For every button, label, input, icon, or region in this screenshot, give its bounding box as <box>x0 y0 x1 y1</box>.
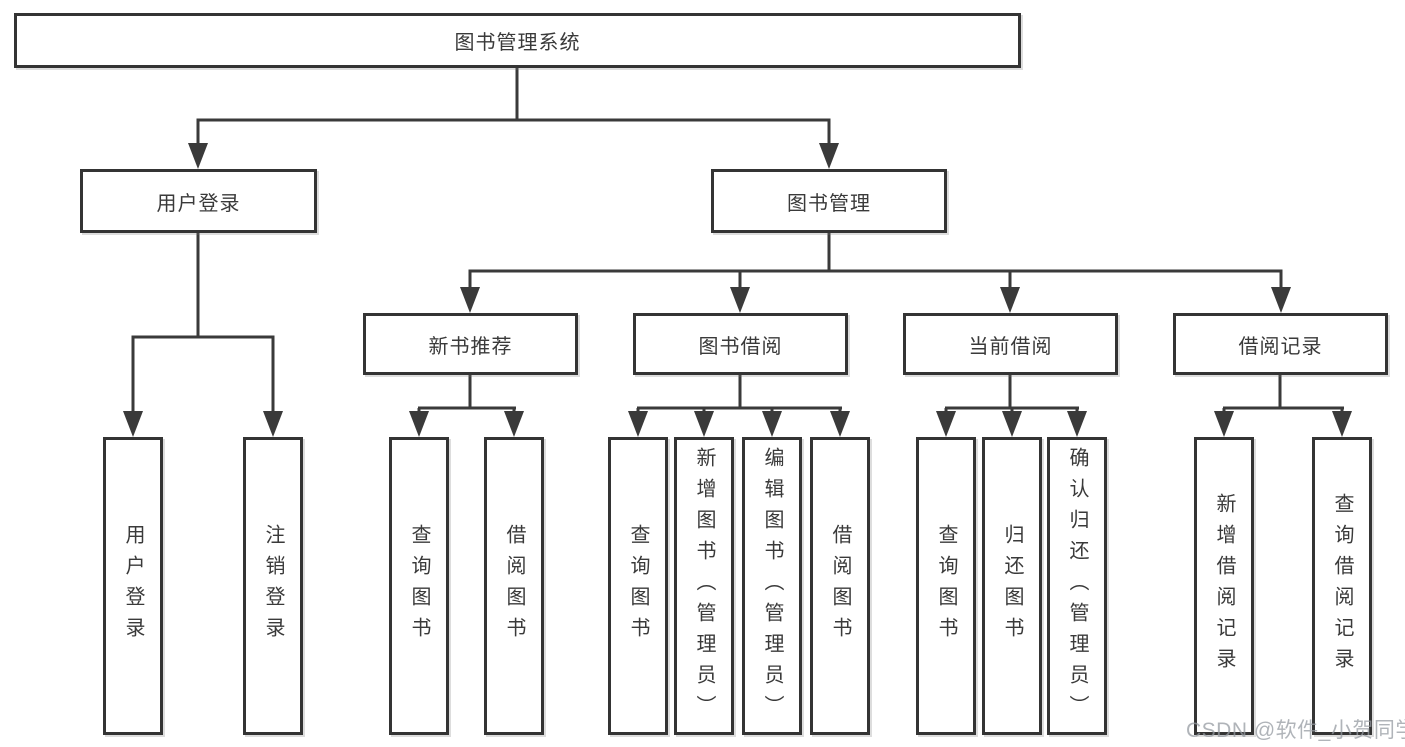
leaf-logout: 注销登录 <box>243 437 303 735</box>
leaf-search-books-current: 查询图书 <box>916 437 976 735</box>
node-label: 借阅记录 <box>1238 335 1323 358</box>
node-book-management: 图书管理 <box>711 169 947 233</box>
node-label: 归还图书 <box>1001 524 1023 648</box>
csdn-watermark: CSDN @软件_小贺同学 <box>1186 719 1405 742</box>
node-label: 新书推荐 <box>428 335 513 358</box>
node-label: 查询图书 <box>408 524 430 648</box>
node-label: 图书借阅 <box>698 335 783 358</box>
node-borrow-records: 借阅记录 <box>1173 313 1388 375</box>
node-label: 查询借阅记录 <box>1331 493 1353 679</box>
node-current-borrow: 当前借阅 <box>903 313 1118 375</box>
node-root: 图书管理系统 <box>14 13 1021 68</box>
node-label: 新增图书（管理员） <box>693 446 715 726</box>
node-new-book-recommend: 新书推荐 <box>363 313 578 375</box>
leaf-borrow-books: 借阅图书 <box>810 437 870 735</box>
node-label: 当前借阅 <box>968 335 1053 358</box>
node-label: 新增借阅记录 <box>1213 493 1235 679</box>
leaf-edit-book-admin: 编辑图书（管理员） <box>742 437 802 735</box>
leaf-user-login: 用户登录 <box>103 437 163 735</box>
leaf-search-books-borrow: 查询图书 <box>608 437 668 735</box>
leaf-add-borrow-record: 新增借阅记录 <box>1194 437 1254 735</box>
node-user-login: 用户登录 <box>80 169 317 233</box>
leaf-borrow-books-recommend: 借阅图书 <box>484 437 544 735</box>
leaf-return-book: 归还图书 <box>982 437 1042 735</box>
node-book-borrow: 图书借阅 <box>633 313 848 375</box>
node-label: 用户登录 <box>122 524 144 648</box>
node-label: 查询图书 <box>935 524 957 648</box>
leaf-confirm-return-admin: 确认归还（管理员） <box>1047 437 1107 735</box>
node-label: 图书管理 <box>787 192 871 215</box>
node-label: 查询图书 <box>627 524 649 648</box>
node-label: 编辑图书（管理员） <box>761 446 783 726</box>
leaf-search-books-recommend: 查询图书 <box>389 437 449 735</box>
node-label: 用户登录 <box>156 192 241 215</box>
leaf-search-borrow-record: 查询借阅记录 <box>1312 437 1372 735</box>
leaf-add-book-admin: 新增图书（管理员） <box>674 437 734 735</box>
node-label: 注销登录 <box>262 524 284 648</box>
node-label: 借阅图书 <box>829 524 851 648</box>
node-label: 借阅图书 <box>503 524 525 648</box>
node-label: 确认归还（管理员） <box>1066 446 1088 726</box>
node-label: 图书管理系统 <box>454 32 581 54</box>
